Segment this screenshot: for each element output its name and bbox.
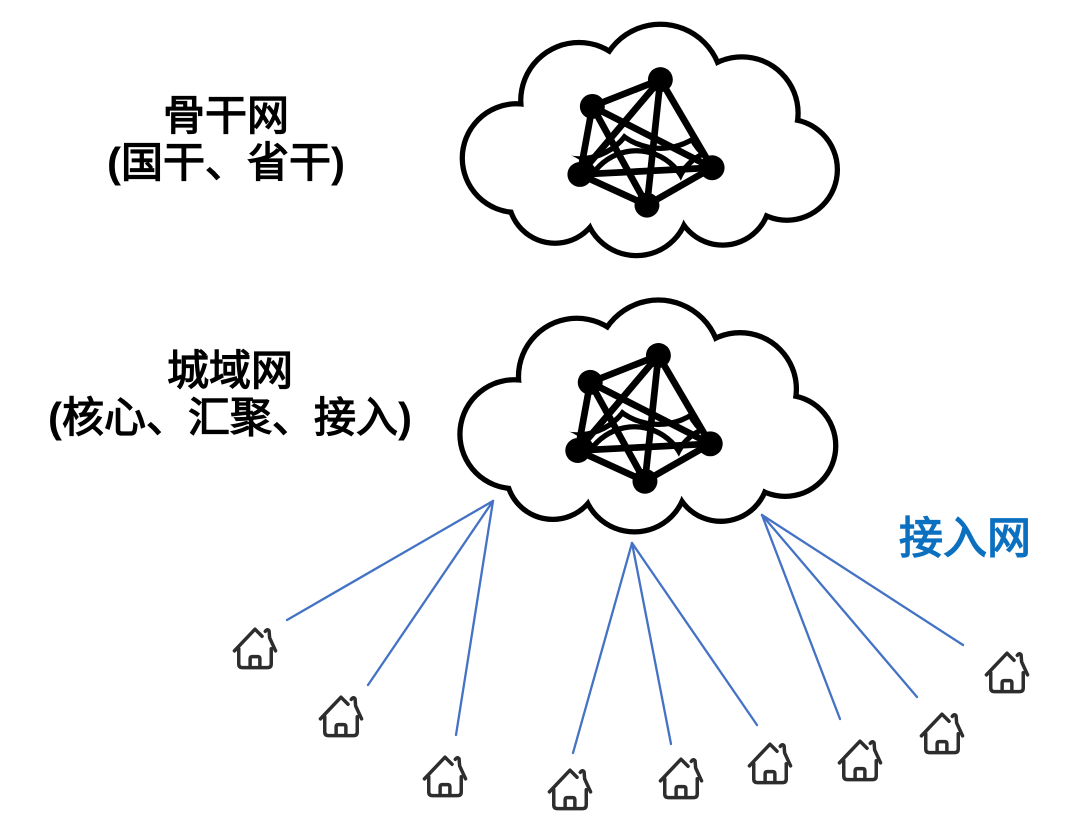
house-icon [422,755,468,798]
access-line [630,541,673,746]
metro-label: 城域网 (核心、汇聚、接入) [0,347,460,442]
backbone-label-line1: 骨干网 [162,92,289,139]
backbone-cloud-icon [465,27,835,253]
access-line [366,499,495,687]
backbone-label: 骨干网 (国干、省干) [0,92,452,187]
access-label: 接入网 [899,514,1031,563]
houses [232,627,1030,811]
access-line [760,513,842,721]
house-icon [919,712,965,755]
access-line [630,541,759,727]
house-icon [547,768,593,811]
metro-label-line2: (核心、汇聚、接入) [48,394,412,442]
access-line [571,541,634,755]
access-line [760,513,965,647]
house-icon [232,627,278,670]
house-icon [984,651,1030,694]
house-icon [747,742,793,785]
backbone-label-line2: (国干、省干) [107,139,345,187]
access-line [285,499,495,622]
metro-cloud-icon [463,303,834,530]
house-icon [318,695,364,738]
house-icon [837,739,883,782]
house-icon [658,757,704,800]
metro-label-line1: 城域网 [166,347,293,394]
access-line [760,513,919,699]
access-line [454,499,495,737]
access-lines [285,499,965,755]
